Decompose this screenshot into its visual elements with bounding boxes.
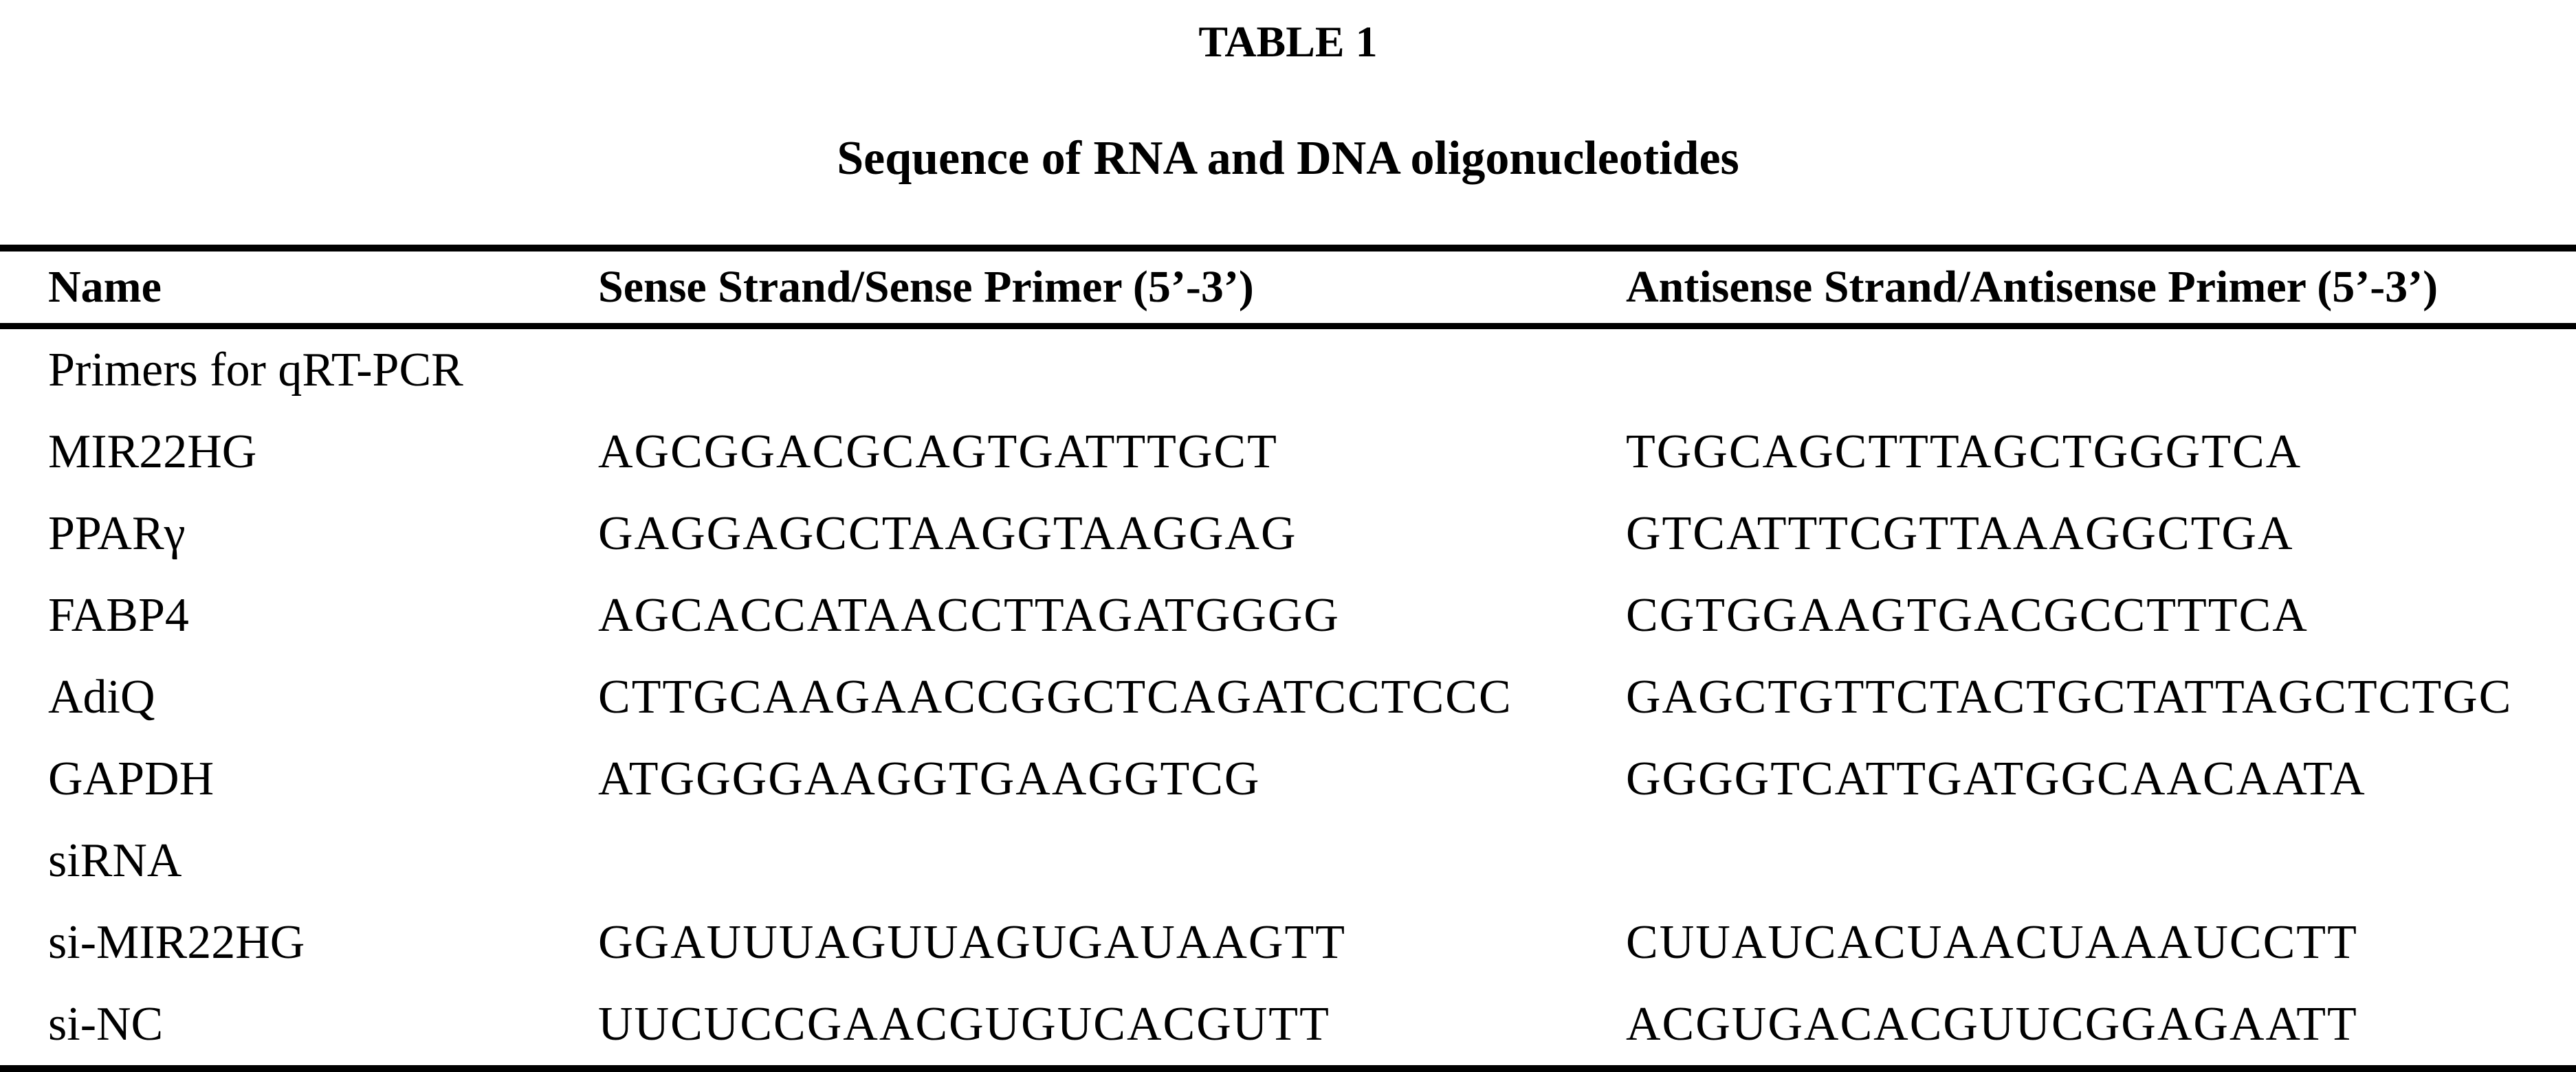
antisense-cell: ACGUGACACGUUCGGAGAATT bbox=[1626, 997, 2358, 1051]
antisense-cell bbox=[1626, 326, 2576, 412]
sense-cell: AGCACCATAACCTTAGATGGGG bbox=[598, 588, 1340, 642]
table-row: AdiQ CTTGCAAGAACCGGCTCAGATCCTCCC GAGCTGT… bbox=[0, 656, 2576, 738]
table-row: MIR22HG AGCGGACGCAGTGATTTGCT TGGCAGCTTTA… bbox=[0, 411, 2576, 493]
row-name-cell: si-MIR22HG bbox=[48, 915, 305, 969]
oligonucleotide-table: Name Sense Strand/Sense Primer (5’-3’) A… bbox=[0, 245, 2576, 1072]
antisense-cell: TGGCAGCTTTAGCTGGGTCA bbox=[1626, 425, 2302, 478]
table-label: TABLE 1 bbox=[1198, 17, 1378, 66]
sense-cell: GGAUUUAGUUAGUGAUAAGTT bbox=[598, 915, 1347, 969]
col-header-antisense: Antisense Strand/Antisense Primer (5’-3’… bbox=[1626, 248, 2576, 329]
table-row: Primers for qRT-PCR bbox=[0, 326, 2576, 412]
header-row: Name Sense Strand/Sense Primer (5’-3’) A… bbox=[0, 248, 2576, 329]
col-header-name: Name bbox=[0, 248, 598, 329]
sense-cell: AGCGGACGCAGTGATTTGCT bbox=[598, 425, 1278, 478]
row-name-cell: FABP4 bbox=[48, 588, 189, 642]
row-name-cell: Primers for qRT-PCR bbox=[48, 343, 463, 397]
antisense-cell: CGTGGAAGTGACGCCTTTCA bbox=[1626, 588, 2309, 642]
sense-cell: CTTGCAAGAACCGGCTCAGATCCTCCC bbox=[598, 670, 1512, 724]
table-row: siRNA bbox=[0, 820, 2576, 902]
table-row: si-MIR22HG GGAUUUAGUUAGUGAUAAGTT CUUAUCA… bbox=[0, 902, 2576, 983]
sense-cell bbox=[598, 326, 1626, 412]
row-name-cell: GAPDH bbox=[48, 752, 214, 805]
table-row: PPARγ GAGGAGCCTAAGGTAAGGAG GTCATTTCGTTAA… bbox=[0, 493, 2576, 574]
row-name-cell: MIR22HG bbox=[48, 425, 257, 478]
sense-cell: UUCUCCGAACGUGUCACGUTT bbox=[598, 997, 1330, 1051]
sense-cell bbox=[598, 820, 1626, 902]
table-row: GAPDH ATGGGGAAGGTGAAGGTCG GGGGTCATTGATGG… bbox=[0, 738, 2576, 820]
antisense-cell bbox=[1626, 820, 2576, 902]
row-name-cell: PPARγ bbox=[48, 506, 186, 560]
antisense-cell: GTCATTTCGTTAAAGGCTGA bbox=[1626, 506, 2294, 560]
row-name-cell: AdiQ bbox=[48, 670, 155, 724]
row-name-cell: si-NC bbox=[48, 997, 164, 1051]
row-name-cell: siRNA bbox=[48, 834, 182, 887]
col-header-sense: Sense Strand/Sense Primer (5’-3’) bbox=[598, 248, 1626, 329]
sense-cell: ATGGGGAAGGTGAAGGTCG bbox=[598, 752, 1261, 805]
table-row: si-NC UUCUCCGAACGUGUCACGUTT ACGUGACACGUU… bbox=[0, 983, 2576, 1069]
sense-cell: GAGGAGCCTAAGGTAAGGAG bbox=[598, 506, 1297, 560]
antisense-cell: GAGCTGTTCTACTGCTATTAGCTCTGC bbox=[1626, 670, 2513, 724]
antisense-cell: GGGGTCATTGATGGCAACAATA bbox=[1626, 752, 2366, 805]
table-row: FABP4 AGCACCATAACCTTAGATGGGG CGTGGAAGTGA… bbox=[0, 574, 2576, 656]
antisense-cell: CUUAUCACUAACUAAAUCCTT bbox=[1626, 915, 2358, 969]
table-caption: Sequence of RNA and DNA oligonucleotides bbox=[837, 132, 1739, 186]
